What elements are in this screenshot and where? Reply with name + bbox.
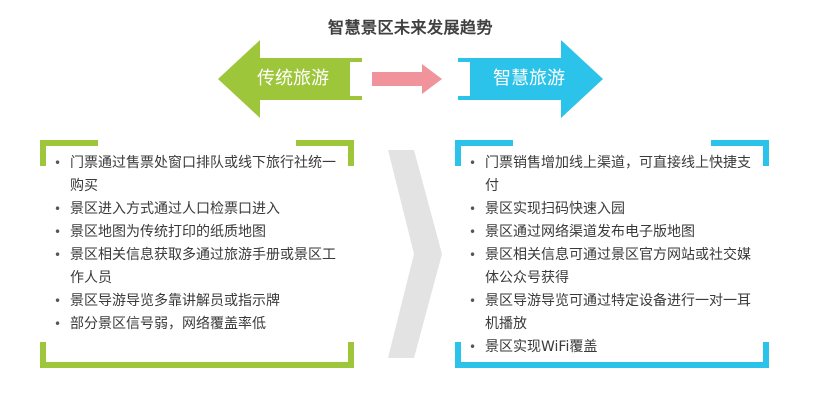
bottom-border (40, 362, 354, 368)
list-item: •景区通过网络渠道发布电子版地图 (469, 224, 695, 240)
corner-bracket-bottom-right-v (348, 342, 354, 368)
chevron-right-icon (388, 150, 442, 358)
list-item: •部分景区信号弱，网络覆盖率低 (54, 316, 266, 332)
corner-bracket-bottom-right-v (763, 342, 769, 368)
corner-bracket-bottom-left-v (455, 342, 461, 368)
list-item: •门票销售增加线上渠道，可直接线上快捷支付 (469, 155, 751, 194)
traditional-tourism-label: 传统旅游 (257, 68, 329, 89)
corner-bracket-top-right (711, 140, 769, 146)
list-item: •景区相关信息获取多通过旅游手册或景区工作人员 (54, 247, 336, 286)
list-item: •景区导游导览可通过特定设备进行一对一耳机播放 (469, 293, 751, 332)
list-item: •景区地图为传统打印的纸质地图 (54, 224, 266, 240)
corner-bracket-top-right (296, 140, 354, 146)
right-blue-arrow (458, 40, 603, 118)
corner-bracket-top-left (40, 140, 98, 146)
left-green-arrow (218, 40, 362, 118)
corner-bracket-top-left (455, 140, 513, 146)
list-item: •门票通过售票处窗口排队或线下旅行社统一购买 (54, 155, 336, 194)
traditional-tourism-box: •门票通过售票处窗口排队或线下旅行社统一购买 •景区进入方式通过人口检票口进入 … (40, 140, 354, 368)
smart-tourism-box: •门票销售增加线上渠道，可直接线上快捷支付 •景区实现扫码快速入园 •景区通过网… (455, 140, 769, 368)
list-item: •景区实现扫码快速入园 (469, 201, 625, 217)
list-item: •景区相关信息可通过景区官方网站或社交媒体公众号获得 (469, 247, 751, 286)
diagram-title: 智慧景区未来发展趋势 (327, 18, 493, 37)
smart-list: •门票销售增加线上渠道，可直接线上快捷支付 •景区实现扫码快速入园 •景区通过网… (467, 152, 763, 359)
corner-bracket-top-right-v (348, 140, 354, 166)
corner-bracket-top-left-v (40, 140, 46, 166)
list-item: •景区导游导览多靠讲解员或指示牌 (54, 293, 280, 309)
corner-bracket-top-right-v (763, 140, 769, 166)
corner-bracket-top-left-v (455, 140, 461, 166)
list-item: •景区进入方式通过人口检票口进入 (54, 201, 280, 217)
list-item: •景区实现WiFi覆盖 (469, 339, 598, 355)
bottom-border (455, 362, 769, 368)
corner-bracket-bottom-left-v (40, 342, 46, 368)
pink-arrow-icon (372, 64, 442, 94)
traditional-list: •门票通过售票处窗口排队或线下旅行社统一购买 •景区进入方式通过人口检票口进入 … (52, 152, 342, 336)
smart-tourism-label: 智慧旅游 (493, 68, 565, 89)
